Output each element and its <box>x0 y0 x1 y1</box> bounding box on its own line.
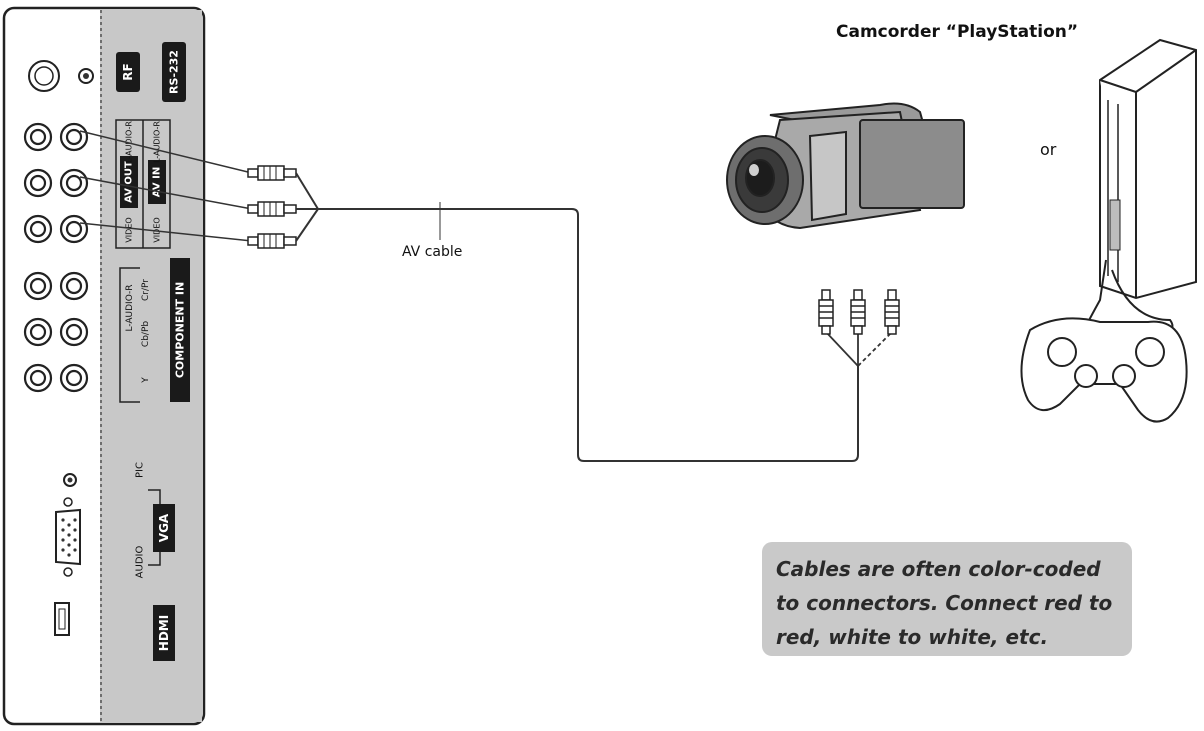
component-audio-label: L-AUDIO-R <box>125 284 135 331</box>
component-in-label: COMPONENT IN <box>170 258 190 402</box>
av-out-label: AV OUT <box>120 156 138 208</box>
rs232-label: RS-232 <box>162 42 186 102</box>
rca-plug-white-right <box>850 289 866 335</box>
cable-branch-right <box>825 331 893 367</box>
vga-port <box>55 497 81 577</box>
component-cb-label: Cb/Pb <box>141 321 151 347</box>
vga-label: VGA <box>153 504 175 552</box>
svg-text:VGA: VGA <box>157 513 171 542</box>
camcorder-icon <box>726 102 965 230</box>
vga-audio-jack <box>63 473 77 487</box>
av-out-audio-label: L-AUDIO-R <box>125 121 134 163</box>
component-cr-label: Cr/Pr <box>141 279 151 301</box>
rca-plug-red-left <box>247 165 297 181</box>
svg-text:VIDEO: VIDEO <box>125 217 134 242</box>
panel-arrows <box>79 130 253 242</box>
svg-text:VIDEO: VIDEO <box>153 217 162 242</box>
note-line-3: red, white to white, etc. <box>776 625 1049 649</box>
rf-jack <box>28 60 94 92</box>
color-code-note: Cables are often color-coded to connecto… <box>762 542 1132 656</box>
svg-text:PIC: PIC <box>135 462 146 478</box>
rca-plug-yellow-left <box>247 233 297 249</box>
rca-jack-grid <box>23 122 89 393</box>
component-bracket <box>119 267 140 403</box>
note-line-1: Cables are often color-coded <box>776 557 1101 581</box>
av-out-video-label: VIDEO <box>125 217 134 242</box>
svg-text:Y: Y <box>141 377 151 384</box>
rca-plug-red-right <box>818 289 834 335</box>
av-in-video-label: VIDEO <box>153 217 162 242</box>
svg-text:Cr/Pr: Cr/Pr <box>141 279 151 301</box>
av-cable-label: AV cable <box>402 244 463 260</box>
av-in-label: AV IN <box>148 160 166 204</box>
svg-text:HDMI: HDMI <box>157 615 171 651</box>
svg-text:L-AUDIO-R: L-AUDIO-R <box>125 121 134 163</box>
rca-plug-yellow-right <box>884 289 900 335</box>
or-text: or <box>1040 140 1057 159</box>
svg-text:RS-232: RS-232 <box>168 50 181 94</box>
svg-text:Cb/Pb: Cb/Pb <box>141 321 151 347</box>
playstation-console-icon <box>1099 38 1197 300</box>
svg-text:L-AUDIO-R: L-AUDIO-R <box>153 121 162 163</box>
vga-audio-label: AUDIO <box>135 546 146 579</box>
svg-text:AUDIO: AUDIO <box>135 546 146 579</box>
note-line-2: to connectors. Connect red to <box>776 591 1113 615</box>
svg-text:AV IN: AV IN <box>152 167 163 197</box>
component-y-label: Y <box>141 377 151 384</box>
playstation-controller-icon <box>1020 259 1188 423</box>
svg-text:COMPONENT IN: COMPONENT IN <box>174 282 187 378</box>
vga-pic-label: PIC <box>135 462 146 478</box>
av-in-audio-label: L-AUDIO-R <box>153 121 162 163</box>
av-cable <box>295 172 859 462</box>
device-title: Camcorder “PlayStation” <box>836 22 1079 42</box>
svg-text:AV OUT: AV OUT <box>124 161 135 203</box>
rf-label: RF <box>116 52 140 92</box>
svg-text:L-AUDIO-R: L-AUDIO-R <box>125 284 135 331</box>
rca-plug-white-left <box>247 201 297 217</box>
hdmi-port <box>54 602 70 636</box>
svg-text:RF: RF <box>121 63 135 80</box>
hdmi-label: HDMI <box>153 605 175 661</box>
